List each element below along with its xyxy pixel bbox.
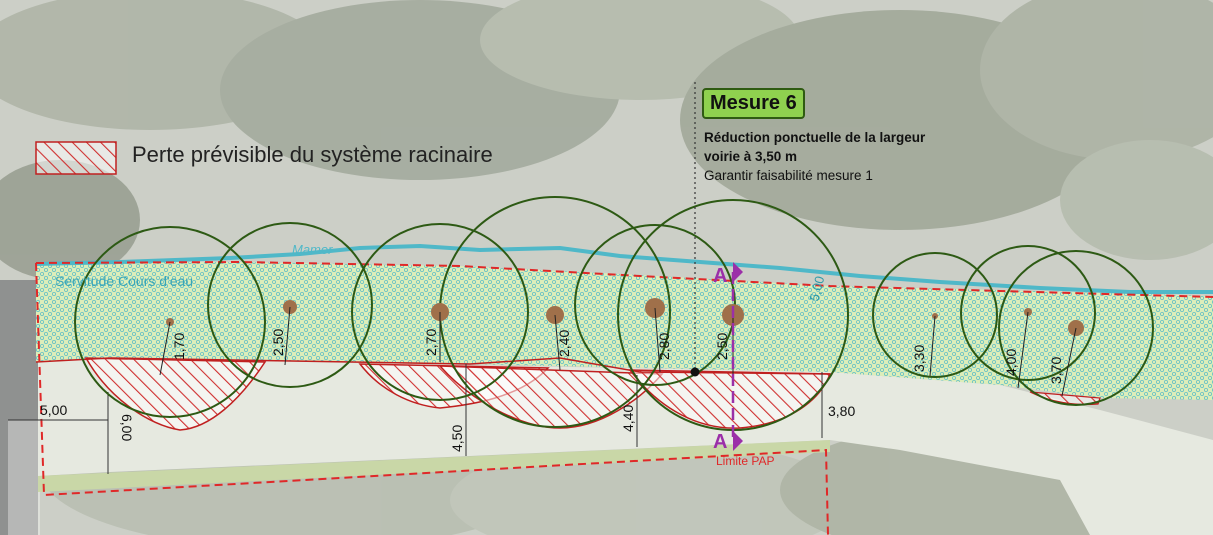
- depth-label: 1,70: [171, 333, 187, 360]
- width-label: 3,80: [828, 403, 855, 419]
- legend-label: Perte prévisible du système racinaire: [132, 142, 493, 167]
- depth-label: 2,50: [714, 333, 730, 360]
- section-label-bottom: A: [713, 431, 727, 453]
- depth-label: 3,70: [1048, 357, 1064, 384]
- depth-label: 2,40: [556, 330, 572, 357]
- section-label-top: A: [713, 265, 727, 287]
- strip-width-label: 5,00: [40, 402, 67, 418]
- pap-boundary-top: [35, 260, 1213, 298]
- tree-crown: [872, 252, 998, 378]
- corridor-width-labels: 6,00 4,50 4,40 5,00 3,80: [119, 274, 855, 452]
- watercourse-label: Mamer: [292, 242, 333, 257]
- depth-label: 2,70: [423, 329, 439, 356]
- depth-label: 3,30: [911, 345, 927, 372]
- easement-label: Servitude Cours d'eau: [55, 273, 193, 289]
- depth-label: 4,00: [1003, 349, 1019, 376]
- root-radius-lines: [159, 306, 1077, 397]
- callout-anchor: [690, 367, 700, 377]
- measure-note: Garantir faisabilité mesure 1: [704, 168, 873, 183]
- tree-crown: [74, 226, 266, 418]
- depth-label: 2,50: [270, 329, 286, 356]
- tree-crown: [960, 245, 1096, 381]
- tree-crown: [351, 223, 529, 401]
- pap-boundary-bottom: [35, 262, 829, 535]
- boundary-label: Limite PAP: [716, 454, 774, 468]
- measure-title-line2: voirie à 3,50 m: [704, 149, 798, 164]
- measure-badge: Mesure 6: [702, 88, 805, 119]
- tree-crown: [207, 222, 373, 388]
- width-label: 4,40: [620, 405, 636, 432]
- left-road-strip: [0, 280, 38, 535]
- green-verge: [38, 440, 830, 492]
- width-label: 6,00: [119, 414, 135, 441]
- corridor-width-lines: [8, 364, 823, 474]
- width-label: 4,50: [449, 425, 465, 452]
- depth-label: 2,80: [656, 333, 672, 360]
- section-arrow-top: [733, 262, 743, 282]
- width-label: 5,00: [806, 274, 827, 302]
- root-loss-zone: [84, 357, 267, 431]
- measure-title-line1: Réduction ponctuelle de la largeur: [704, 130, 926, 145]
- section-arrow-bottom: [733, 431, 743, 451]
- legend-hatch-swatch: [35, 141, 117, 175]
- depth-labels: 1,70 2,50 2,70 2,40 2,80 2,50 3,30 4,00 …: [171, 329, 1064, 384]
- road-surface: [38, 358, 1213, 535]
- tree-crown: [998, 250, 1154, 406]
